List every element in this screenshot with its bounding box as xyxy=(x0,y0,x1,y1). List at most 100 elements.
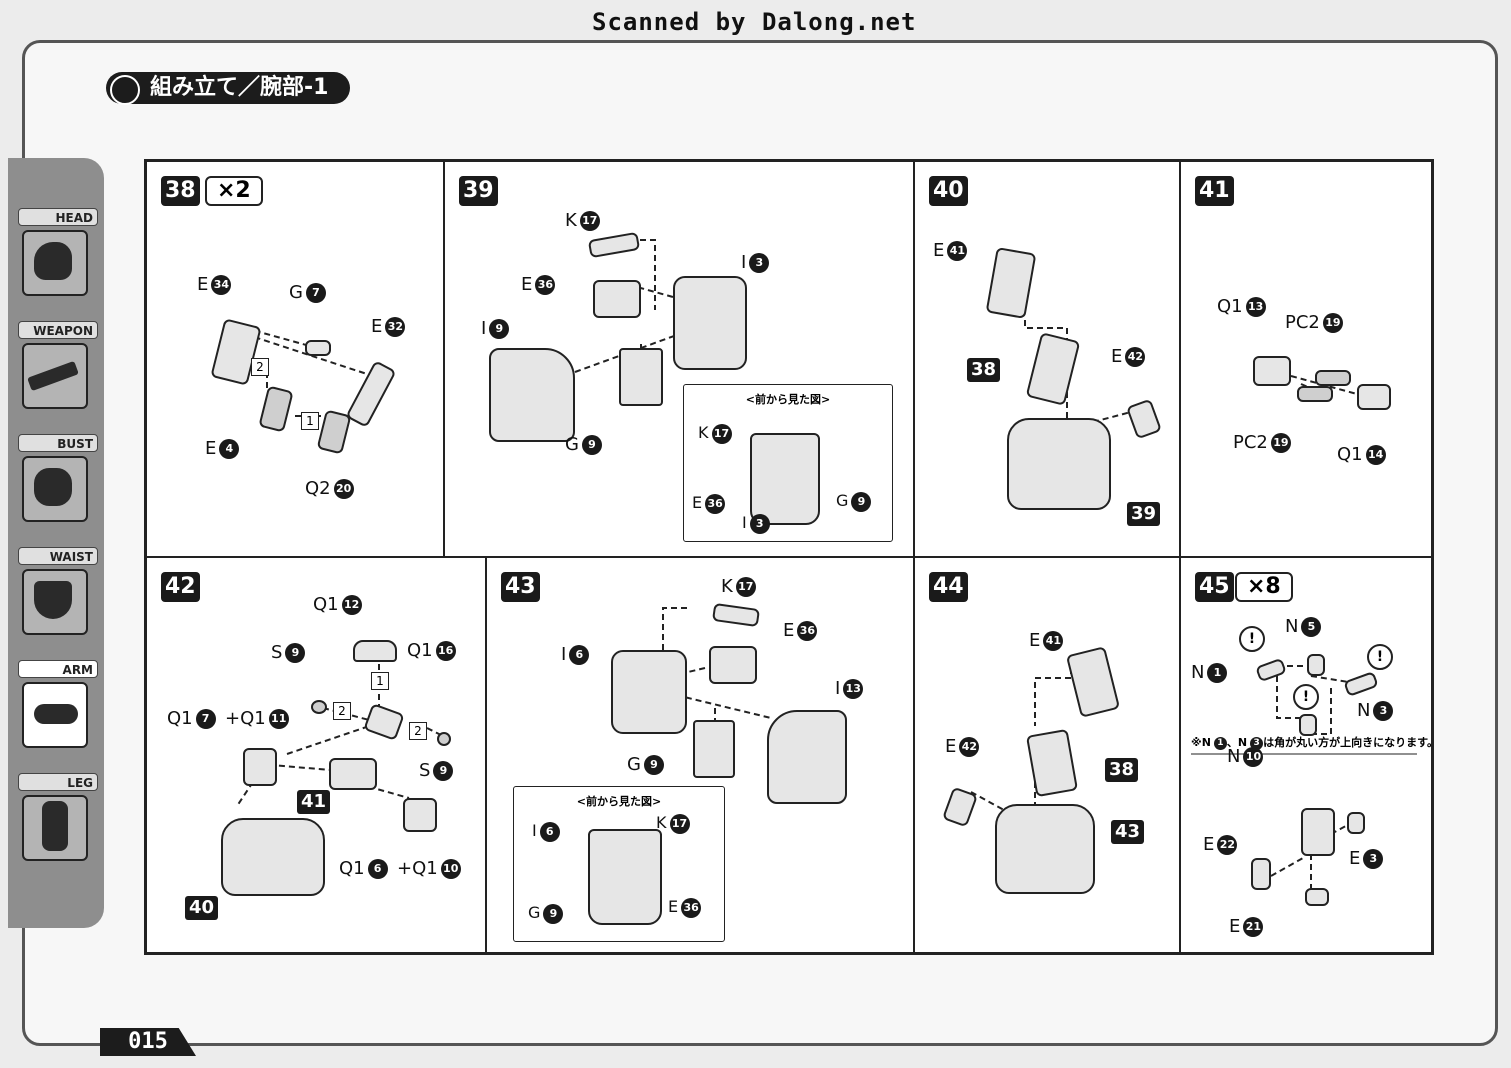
sidebar-item-label: HEAD xyxy=(18,208,98,226)
caution-icon: ! xyxy=(1293,684,1319,710)
sidebar-item-weapon[interactable]: WEAPON xyxy=(18,321,102,417)
inset-caption: <前から見た図> xyxy=(576,795,662,808)
step-number: 39 xyxy=(459,176,498,206)
waist-icon xyxy=(22,569,88,635)
part-40-assembly xyxy=(221,818,325,896)
part-s9b xyxy=(437,732,451,746)
part-e36 xyxy=(593,280,641,318)
part-39-assembly xyxy=(1007,418,1111,510)
part-s9a xyxy=(311,700,327,714)
sidebar-item-label: WEAPON xyxy=(18,321,98,339)
head-icon xyxy=(22,230,88,296)
sidebar-item-label: BUST xyxy=(18,434,98,452)
assembly-tag: 38 xyxy=(967,358,1001,382)
order-marker: 2 xyxy=(251,358,269,376)
part-i3 xyxy=(673,276,747,370)
order-marker: 1 xyxy=(371,672,389,690)
scan-credit: Scanned by Dalong.net xyxy=(592,8,917,36)
page-number: 015 xyxy=(100,1028,196,1056)
arm-icon xyxy=(22,682,88,748)
step-number: 41 xyxy=(1195,176,1234,206)
part-n10 xyxy=(1299,714,1317,736)
order-marker: 2 xyxy=(333,702,351,720)
part-g9 xyxy=(619,348,663,406)
part-q1-13 xyxy=(1253,356,1291,386)
leg-icon xyxy=(22,795,88,861)
assembly-arrows xyxy=(244,327,368,417)
order-marker: 1 xyxy=(301,412,319,430)
sidebar-item-waist[interactable]: WAIST xyxy=(18,547,102,643)
assembly-tag: 39 xyxy=(1127,502,1161,526)
step-number: 42 xyxy=(161,572,200,602)
weapon-icon xyxy=(22,343,88,409)
assembly-arrows xyxy=(1024,320,1132,424)
gear-icon xyxy=(110,75,140,105)
step-number: 43 xyxy=(501,572,540,602)
part-i6 xyxy=(611,650,687,734)
sidebar-item-arm[interactable]: ARM xyxy=(18,660,102,756)
part-n5 xyxy=(1307,654,1325,676)
part-41-assembly xyxy=(329,758,377,790)
part-e36 xyxy=(709,646,757,684)
assembly-arrows xyxy=(1290,375,1358,395)
assembly-tag: 43 xyxy=(1111,820,1145,844)
step-number: 40 xyxy=(929,176,968,206)
part-e22 xyxy=(1251,858,1271,890)
part-q1-14 xyxy=(1357,384,1391,410)
caution-icon: ! xyxy=(1239,626,1265,652)
part-pc2-19b xyxy=(1297,386,1333,402)
part-pc2-19a xyxy=(1315,370,1351,386)
sidebar-item-head[interactable]: HEAD xyxy=(18,208,102,304)
assembly-tag: 41 xyxy=(297,790,331,814)
quantity-multiplier: ×8 xyxy=(1235,572,1293,602)
part-g7 xyxy=(305,340,331,356)
assembly-tag: 38 xyxy=(1105,758,1139,782)
part-43-assembly xyxy=(995,804,1095,894)
sidebar-item-label: LEG xyxy=(18,773,98,791)
page-title-text: 組み立て／腕部-1 xyxy=(150,75,329,100)
sidebar-item-leg[interactable]: LEG xyxy=(18,773,102,869)
inset-caption: <前から見た図> xyxy=(745,393,831,406)
sidebar-item-bust[interactable]: BUST xyxy=(18,434,102,530)
